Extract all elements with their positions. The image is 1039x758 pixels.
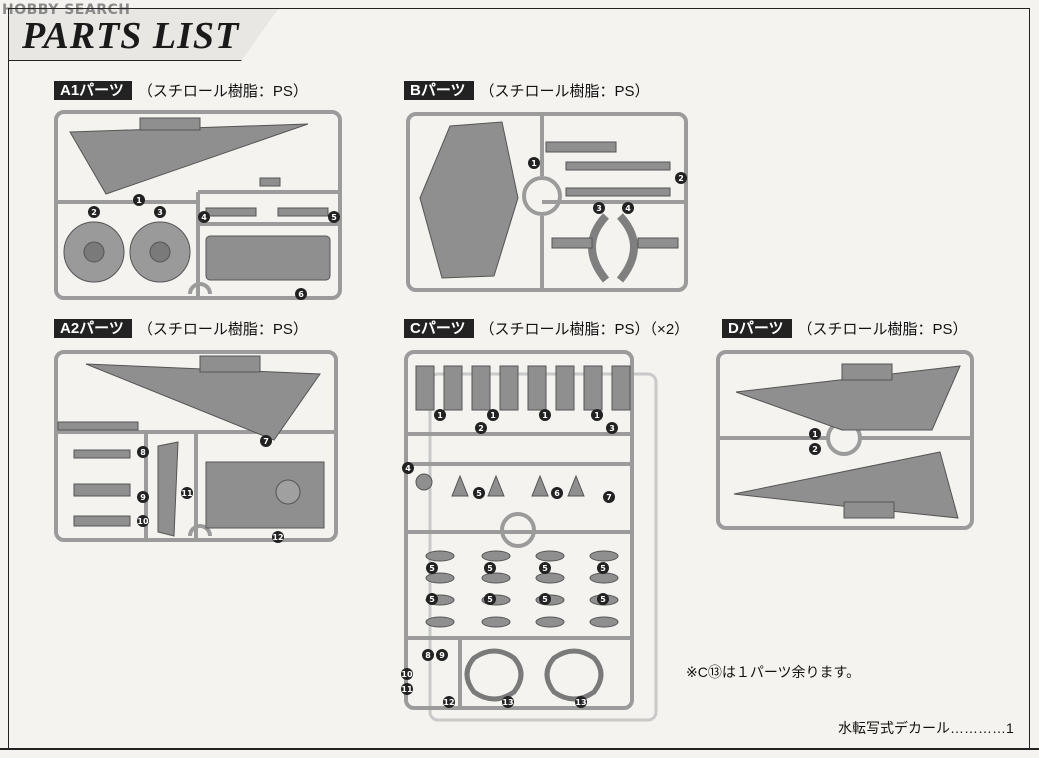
desc-d: （スチロール樹脂：PS） xyxy=(797,321,968,338)
section-label-c: Cパーツ （スチロール樹脂：PS）（×2） xyxy=(404,318,689,339)
spare-part-note: ※C⑬は１パーツ余ります。 xyxy=(686,664,861,680)
section-label-a2: A2パーツ （スチロール樹脂：PS） xyxy=(54,318,308,339)
tag-a1: A1パーツ xyxy=(54,81,132,100)
runner-d xyxy=(716,350,974,530)
runner-a2 xyxy=(54,350,338,542)
section-label-b: Bパーツ （スチロール樹脂：PS） xyxy=(404,80,650,101)
section-label-d: Dパーツ （スチロール樹脂：PS） xyxy=(722,318,968,339)
tag-a2: A2パーツ xyxy=(54,319,132,338)
runner-a1 xyxy=(54,110,342,300)
watermark: HOBBY SEARCH xyxy=(2,2,131,18)
desc-b: （スチロール樹脂：PS） xyxy=(479,83,650,100)
desc-a2: （スチロール樹脂：PS） xyxy=(137,321,308,338)
tag-b: Bパーツ xyxy=(404,81,474,100)
section-label-a1: A1パーツ （スチロール樹脂：PS） xyxy=(54,80,308,101)
header-band xyxy=(8,8,279,61)
runner-b xyxy=(406,112,688,292)
desc-a1: （スチロール樹脂：PS） xyxy=(137,83,308,100)
tag-c: Cパーツ xyxy=(404,319,474,338)
runner-c xyxy=(404,350,658,722)
bottom-rule xyxy=(0,748,1039,750)
tag-d: Dパーツ xyxy=(722,319,792,338)
decal-count: 水転写式デカール…………1 xyxy=(838,720,1014,736)
desc-c: （スチロール樹脂：PS）（×2） xyxy=(479,321,690,338)
page-title: PARTS LIST xyxy=(22,15,240,57)
